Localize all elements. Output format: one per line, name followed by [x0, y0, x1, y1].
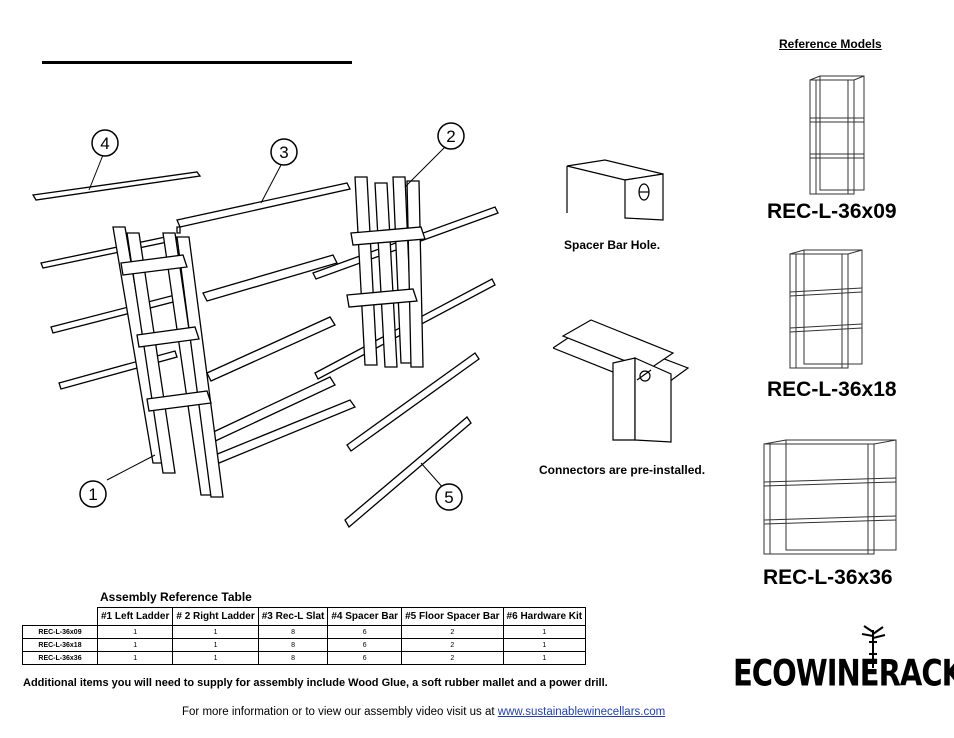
table-cell: 8	[257, 651, 329, 665]
ecowineracks-logo: ECOWINERACKS	[733, 651, 954, 695]
table-row-model: REC-L-36x09	[22, 625, 98, 639]
table-cell: 1	[502, 651, 587, 665]
table-cell: 6	[327, 638, 403, 652]
model-36x36-illustration	[763, 439, 897, 555]
table-cell: 1	[96, 625, 174, 639]
table-header: #3 Rec-L Slat	[257, 607, 329, 626]
table-header: # 2 Right Ladder	[172, 607, 259, 626]
table-row: REC-L-36x36 1 1 8 6 2 1	[22, 651, 587, 665]
model-36x18-illustration	[789, 249, 863, 369]
table-cell: 1	[502, 625, 587, 639]
table-row-model: REC-L-36x36	[22, 651, 98, 665]
table-cell: 6	[327, 625, 403, 639]
model-label-36x36: REC-L-36x36	[763, 566, 893, 589]
table-header: #1 Left Ladder	[96, 607, 174, 626]
table-row-model: REC-L-36x18	[22, 638, 98, 652]
table-cell: 1	[96, 638, 174, 652]
title-rule	[42, 61, 352, 64]
table-title: Assembly Reference Table	[100, 590, 252, 604]
callout-2: 2	[446, 127, 455, 146]
table-cell: 1	[96, 651, 174, 665]
table-cell: 1	[502, 638, 587, 652]
spacer-caption: Spacer Bar Hole.	[564, 238, 661, 252]
supply-note: Additional items you will need to supply…	[23, 677, 608, 689]
spacer-bar-hole-illustration	[566, 159, 664, 221]
table-header: #4 Spacer Bar	[327, 607, 403, 626]
bamboo-logo-icon	[861, 625, 886, 668]
model-label-36x09: REC-L-36x09	[767, 200, 897, 223]
table-row: REC-L-36x18 1 1 8 6 2 1	[22, 638, 587, 652]
table-header: #6 Hardware Kit	[502, 607, 587, 626]
website-link[interactable]: www.sustainablewinecellars.com	[497, 706, 666, 718]
reference-models-heading: Reference Models	[779, 37, 882, 51]
table-cell: 1	[172, 625, 259, 639]
table-cell: 2	[401, 651, 504, 665]
table-header: #5 Floor Spacer Bar	[401, 607, 504, 626]
assembly-reference-table: #1 Left Ladder # 2 Right Ladder #3 Rec-L…	[22, 607, 587, 665]
table-cell: 1	[172, 651, 259, 665]
table-cell: 2	[401, 625, 504, 639]
footer-text: For more information or to view our asse…	[182, 706, 495, 718]
connector-caption: Connectors are pre-installed.	[539, 463, 706, 477]
table-corner	[23, 608, 98, 626]
model-label-36x18: REC-L-36x18	[767, 378, 897, 401]
assembly-diagram: 4 3 2 1 5	[31, 122, 499, 529]
table-cell: 1	[172, 638, 259, 652]
callout-5: 5	[444, 488, 453, 507]
table-cell: 8	[257, 625, 329, 639]
footer: For more information or to view our asse…	[182, 706, 665, 718]
model-36x09-illustration	[809, 75, 865, 195]
callout-4: 4	[100, 134, 109, 153]
callout-1: 1	[88, 485, 97, 504]
table-cell: 8	[257, 638, 329, 652]
table-header-row: #1 Left Ladder # 2 Right Ladder #3 Rec-L…	[23, 607, 587, 626]
connector-illustration	[553, 319, 690, 443]
table-row: REC-L-36x09 1 1 8 6 2 1	[22, 625, 587, 639]
callout-3: 3	[279, 143, 288, 162]
table-cell: 6	[327, 651, 403, 665]
table-cell: 2	[401, 638, 504, 652]
